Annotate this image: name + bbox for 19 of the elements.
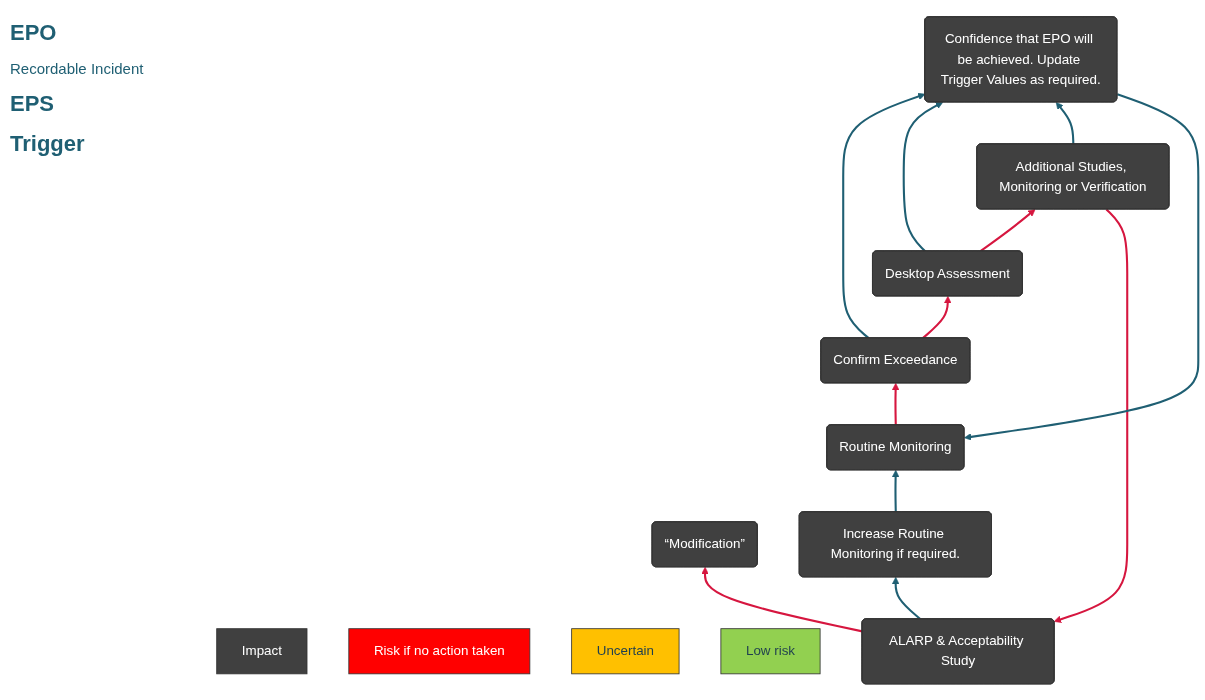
arrow [902, 101, 943, 252]
arrow [964, 92, 1200, 441]
level-label: EPS [10, 91, 56, 117]
arrow [891, 469, 900, 512]
arrow [979, 208, 1036, 252]
arrow [842, 92, 926, 339]
arrow [1053, 208, 1129, 623]
level-note: Recordable Incident [10, 60, 145, 77]
arrow [891, 576, 921, 620]
node-box: Risk if no action taken [348, 628, 531, 674]
level-label: Trigger [10, 131, 86, 157]
arrow [922, 295, 952, 339]
arrow [1055, 101, 1075, 144]
node-box: Low risk [720, 628, 821, 674]
node-box: Uncertain [571, 628, 680, 674]
level-label: EPO [10, 20, 58, 46]
arrow [701, 566, 863, 633]
node-box: Impact [216, 628, 308, 674]
arrow [891, 382, 900, 425]
